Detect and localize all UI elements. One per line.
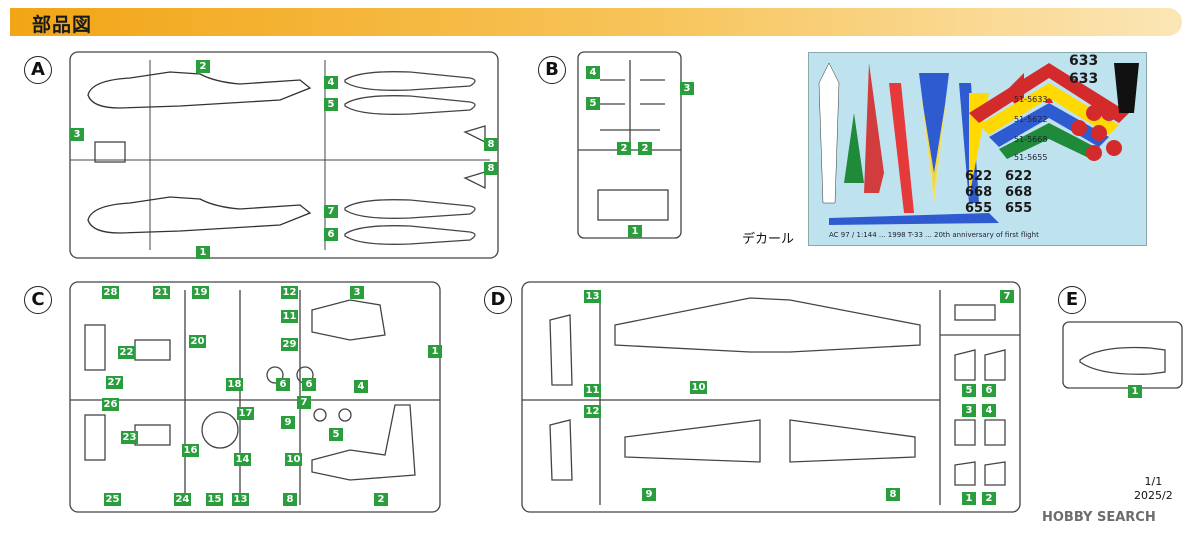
part-tag: 6 <box>324 228 338 241</box>
part-tag: 12 <box>584 405 601 418</box>
part-tag: 21 <box>153 286 170 299</box>
part-tag: 2 <box>982 492 996 505</box>
part-tag: 2 <box>196 60 210 73</box>
part-tag: 11 <box>281 310 298 323</box>
part-tag: 13 <box>584 290 601 303</box>
part-tag: 8 <box>484 162 498 175</box>
part-tag: 10 <box>690 381 707 394</box>
part-tag: 25 <box>104 493 121 506</box>
part-tag: 16 <box>182 444 199 457</box>
part-tag: 1 <box>196 246 210 259</box>
part-tag: 27 <box>106 376 123 389</box>
decal-caption: デカール <box>742 232 795 247</box>
decal-number: 668 <box>1005 185 1033 200</box>
part-tag: 28 <box>102 286 119 299</box>
part-tag: 8 <box>886 488 900 501</box>
part-tag: 24 <box>174 493 191 506</box>
part-tag: 2 <box>374 493 388 506</box>
part-tag: 5 <box>586 97 600 110</box>
sprue-letter-b: B <box>538 56 566 84</box>
decal-number: 655 <box>965 201 993 216</box>
decal-serial: 51-5668 <box>1014 135 1048 144</box>
part-tag: 13 <box>232 493 249 506</box>
part-tag: 7 <box>324 205 338 218</box>
sprue-e-frame <box>1062 321 1183 389</box>
part-tag: 3 <box>350 286 364 299</box>
sprue-letter-d: D <box>484 286 512 314</box>
part-tag: 1 <box>962 492 976 505</box>
decal-fine-print: AC 97 / 1:144 ... 1998 T-33 ... 20th ann… <box>829 231 1039 239</box>
part-tag: 7 <box>1000 290 1014 303</box>
part-tag: 4 <box>324 76 338 89</box>
sprue-letter-a: A <box>24 56 52 84</box>
decal-number: 622 <box>965 169 993 184</box>
decal-number: 633 <box>1069 71 1099 87</box>
part-tag: 6 <box>982 384 996 397</box>
section-header: 部品図 <box>10 8 1182 36</box>
part-tag: 10 <box>285 453 302 466</box>
sprue-letter-c: C <box>24 286 52 314</box>
watermark: HOBBY SEARCH <box>1042 510 1156 525</box>
part-tag: 17 <box>237 407 254 420</box>
part-tag: 8 <box>484 138 498 151</box>
part-tag: 20 <box>189 335 206 348</box>
part-tag: 4 <box>354 380 368 393</box>
part-tag: 15 <box>206 493 223 506</box>
part-tag: 26 <box>102 398 119 411</box>
part-tag: 29 <box>281 338 298 351</box>
part-tag: 22 <box>118 346 135 359</box>
part-tag: 3 <box>70 128 84 141</box>
sprue-c-frame <box>69 281 441 513</box>
part-tag: 3 <box>962 404 976 417</box>
part-tag: 8 <box>283 493 297 506</box>
part-tag: 6 <box>276 378 290 391</box>
part-tag: 12 <box>281 286 298 299</box>
part-tag: 3 <box>680 82 694 95</box>
decal-sheet: 633 633 622 622 668 668 655 655 51-5633 … <box>808 52 1147 246</box>
decal-number: 668 <box>965 185 993 200</box>
header-title: 部品図 <box>32 14 93 36</box>
sprue-d-frame <box>521 281 1021 513</box>
decal-serial: 51-5622 <box>1014 115 1048 124</box>
page-footer: 1/1 2025/2 <box>1134 475 1173 503</box>
part-tag: 18 <box>226 378 243 391</box>
part-tag: 14 <box>234 453 251 466</box>
part-tag: 4 <box>586 66 600 79</box>
sprue-letter-e: E <box>1058 286 1086 314</box>
part-tag: 5 <box>324 98 338 111</box>
part-tag: 9 <box>281 416 295 429</box>
part-tag: 1 <box>1128 385 1142 398</box>
part-tag: 5 <box>962 384 976 397</box>
page-number: 1/1 <box>1144 475 1163 488</box>
part-tag: 6 <box>302 378 316 391</box>
part-tag: 23 <box>121 431 138 444</box>
decal-number: 655 <box>1005 201 1033 216</box>
part-tag: 11 <box>584 384 601 397</box>
decal-serial: 51-5633 <box>1014 95 1048 104</box>
part-tag: 2 <box>638 142 652 155</box>
part-tag: 2 <box>617 142 631 155</box>
sprue-a-frame <box>69 51 499 259</box>
part-tag: 1 <box>428 345 442 358</box>
decal-number: 622 <box>1005 169 1033 184</box>
part-tag: 1 <box>628 225 642 238</box>
decal-number: 633 <box>1069 53 1099 69</box>
part-tag: 19 <box>192 286 209 299</box>
part-tag: 5 <box>329 428 343 441</box>
part-tag: 4 <box>982 404 996 417</box>
part-tag: 7 <box>297 396 311 409</box>
sprue-b-frame <box>577 51 682 239</box>
part-tag: 9 <box>642 488 656 501</box>
decal-artwork <box>818 62 1139 225</box>
decal-serial: 51-5655 <box>1014 153 1048 162</box>
release-date: 2025/2 <box>1134 489 1173 502</box>
